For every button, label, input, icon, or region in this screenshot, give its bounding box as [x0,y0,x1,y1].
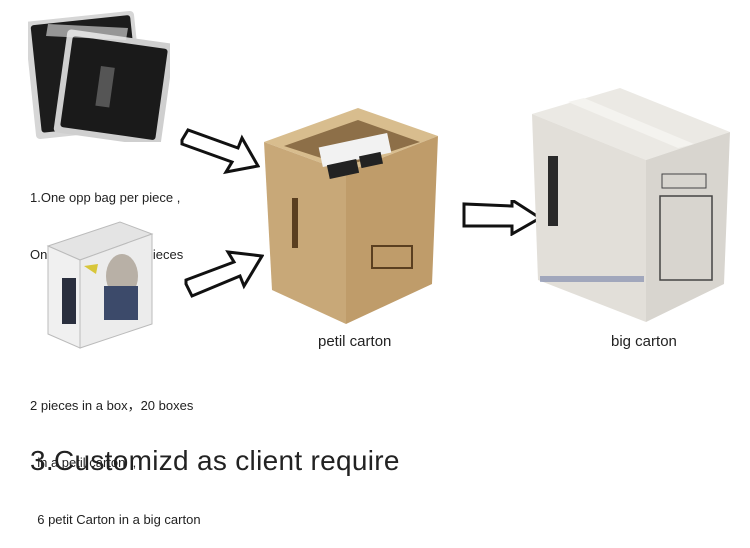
big-carton-label: big carton [611,333,677,350]
step2-line3: 6 petit Carton in a big carton [30,512,201,527]
big-carton-photo [528,86,734,324]
step2-line1: 2 pieces in a box，20 boxes [30,398,194,413]
petit-carton-photo [262,106,444,326]
gift-box-photo [40,216,160,352]
page-headline: 3.Customizd as client require [30,445,400,476]
step2-line2: in a petil carton , [30,455,137,470]
step1-line1: 1.One opp bag per piece , [30,190,181,205]
arrow-right-up-icon [184,244,264,300]
petit-carton-label: petil carton [318,333,392,350]
opp-bag-photo [28,10,170,142]
arrow-right-down-icon [180,128,260,180]
